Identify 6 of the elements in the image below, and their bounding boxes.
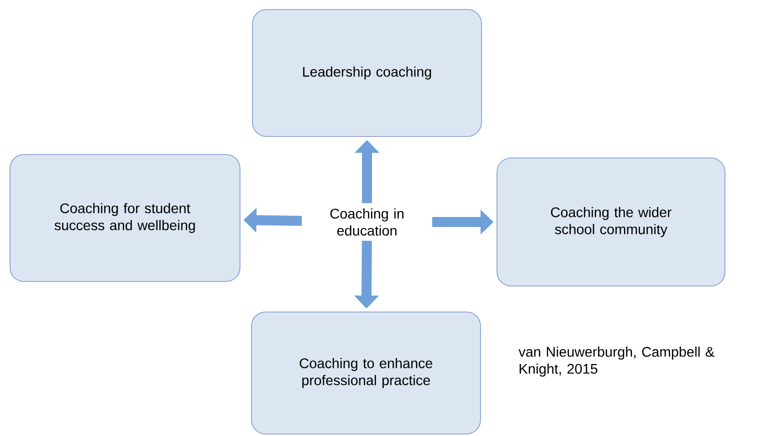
rounded-box: Coaching for student success and wellbeing — [10, 154, 240, 282]
rounded-box: Coaching the wider school community — [496, 158, 726, 286]
center-text: Coaching in education — [330, 208, 404, 236]
citation: van Nieuwerburgh, Campbell & Knight, 2015 — [518, 346, 714, 377]
rounded-box: Coaching to enhance professional practice — [251, 312, 481, 434]
rounded-box: Leadership coaching — [252, 9, 482, 137]
